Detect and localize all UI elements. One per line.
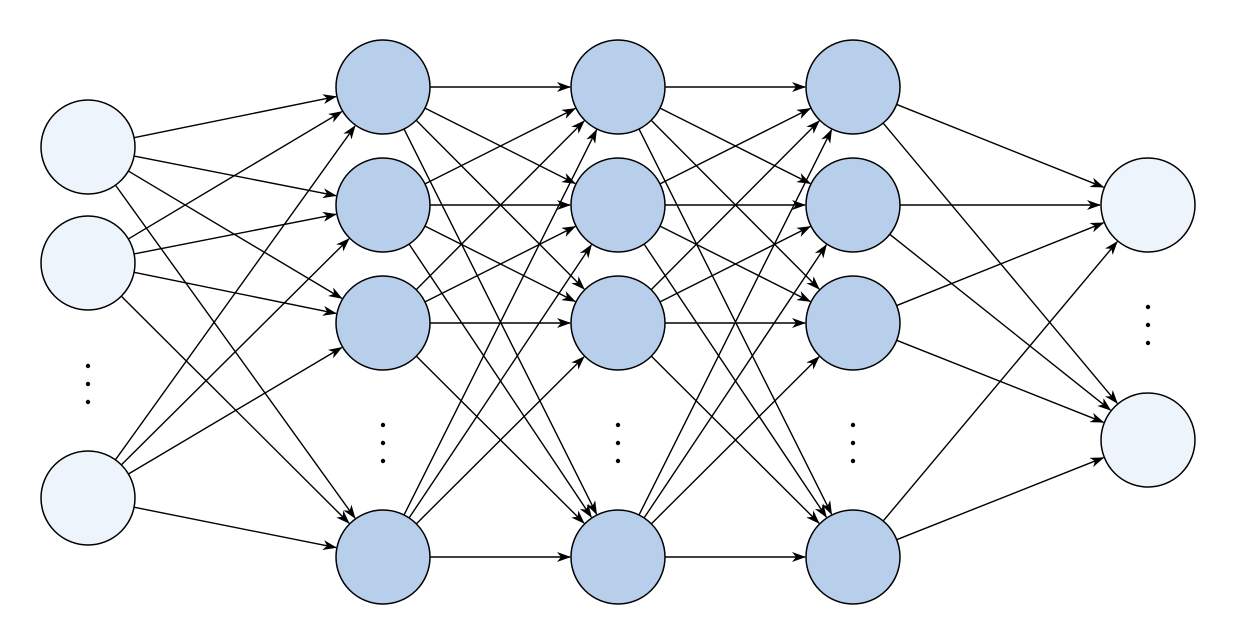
output-node-l4-1 xyxy=(1100,392,1196,488)
edge-l3n1-to-l4n1 xyxy=(889,233,1112,411)
hidden-node-l2-2 xyxy=(570,275,666,371)
input-node-l0-0 xyxy=(40,99,136,195)
ellipsis-dot-l0-2 xyxy=(85,399,91,405)
output-node-l4-0 xyxy=(1100,157,1196,253)
ellipsis-dot-l3-0 xyxy=(850,422,856,428)
edge-l0n1-to-l1n3 xyxy=(120,295,350,524)
edge-l1n3-to-l2n1 xyxy=(408,244,592,519)
edge-l0n2-to-l1n2 xyxy=(128,346,343,475)
edge-l1n2-to-l2n1 xyxy=(424,225,576,303)
ellipsis-dot-l0-0 xyxy=(85,363,91,369)
edge-l0n1-to-l1n1 xyxy=(133,211,337,255)
ellipsis-dot-l2-1 xyxy=(615,440,621,446)
ellipsis-dot-l3-1 xyxy=(850,440,856,446)
ellipsis-dot-l1-2 xyxy=(380,458,386,464)
ellipsis-dot-l2-0 xyxy=(615,422,621,428)
edge-l2n2-to-l3n1 xyxy=(659,225,811,303)
hidden-node-l3-0 xyxy=(805,39,901,135)
hidden-node-l3-1 xyxy=(805,157,901,253)
ellipsis-dot-l2-2 xyxy=(615,458,621,464)
edge-l1n2-to-l2n0 xyxy=(415,120,585,291)
edge-l1n3-to-l2n2 xyxy=(415,356,585,525)
edge-l3n2-to-l4n0 xyxy=(896,222,1105,307)
hidden-node-l2-3 xyxy=(570,509,666,605)
hidden-node-l3-2 xyxy=(805,275,901,371)
input-node-l0-2 xyxy=(40,450,136,546)
ellipsis-dot-l4-0 xyxy=(1145,304,1151,310)
hidden-node-l2-1 xyxy=(570,157,666,253)
ellipsis-dot-l1-0 xyxy=(380,422,386,428)
edge-l3n0-to-l4n1 xyxy=(882,122,1118,404)
edge-l3n3-to-l4n1 xyxy=(896,457,1105,541)
edge-l0n0-to-l1n0 xyxy=(133,94,337,139)
edge-l2n3-to-l3n1 xyxy=(643,244,827,519)
ellipses xyxy=(85,304,1151,464)
edge-l2n3-to-l3n2 xyxy=(650,356,820,525)
ellipsis-dot-l1-1 xyxy=(380,440,386,446)
neurons xyxy=(40,39,1196,605)
edge-l2n2-to-l3n0 xyxy=(650,120,820,291)
edge-l0n2-to-l1n3 xyxy=(133,506,337,550)
hidden-node-l1-2 xyxy=(335,275,431,371)
ellipsis-dot-l4-1 xyxy=(1145,322,1151,328)
input-node-l0-1 xyxy=(40,215,136,311)
edge-l0n2-to-l1n0 xyxy=(114,125,356,461)
ellipsis-dot-l4-2 xyxy=(1145,340,1151,346)
edge-l3n0-to-l4n0 xyxy=(896,103,1105,188)
hidden-node-l1-1 xyxy=(335,157,431,253)
connections xyxy=(114,82,1118,562)
edge-l0n1-to-l1n0 xyxy=(128,110,343,240)
hidden-node-l1-3 xyxy=(335,509,431,605)
hidden-node-l3-3 xyxy=(805,509,901,605)
hidden-node-l1-0 xyxy=(335,39,431,135)
edge-l1n3-to-l2n0 xyxy=(403,129,598,516)
edge-l0n2-to-l1n1 xyxy=(120,238,350,466)
edge-l3n3-to-l4n0 xyxy=(882,241,1118,522)
ellipsis-dot-l3-2 xyxy=(850,458,856,464)
edge-l2n1-to-l3n0 xyxy=(659,107,811,185)
ellipsis-dot-l0-1 xyxy=(85,381,91,387)
hidden-node-l2-0 xyxy=(570,39,666,135)
edge-l1n1-to-l2n0 xyxy=(424,107,576,185)
edge-l2n3-to-l3n0 xyxy=(638,129,833,516)
